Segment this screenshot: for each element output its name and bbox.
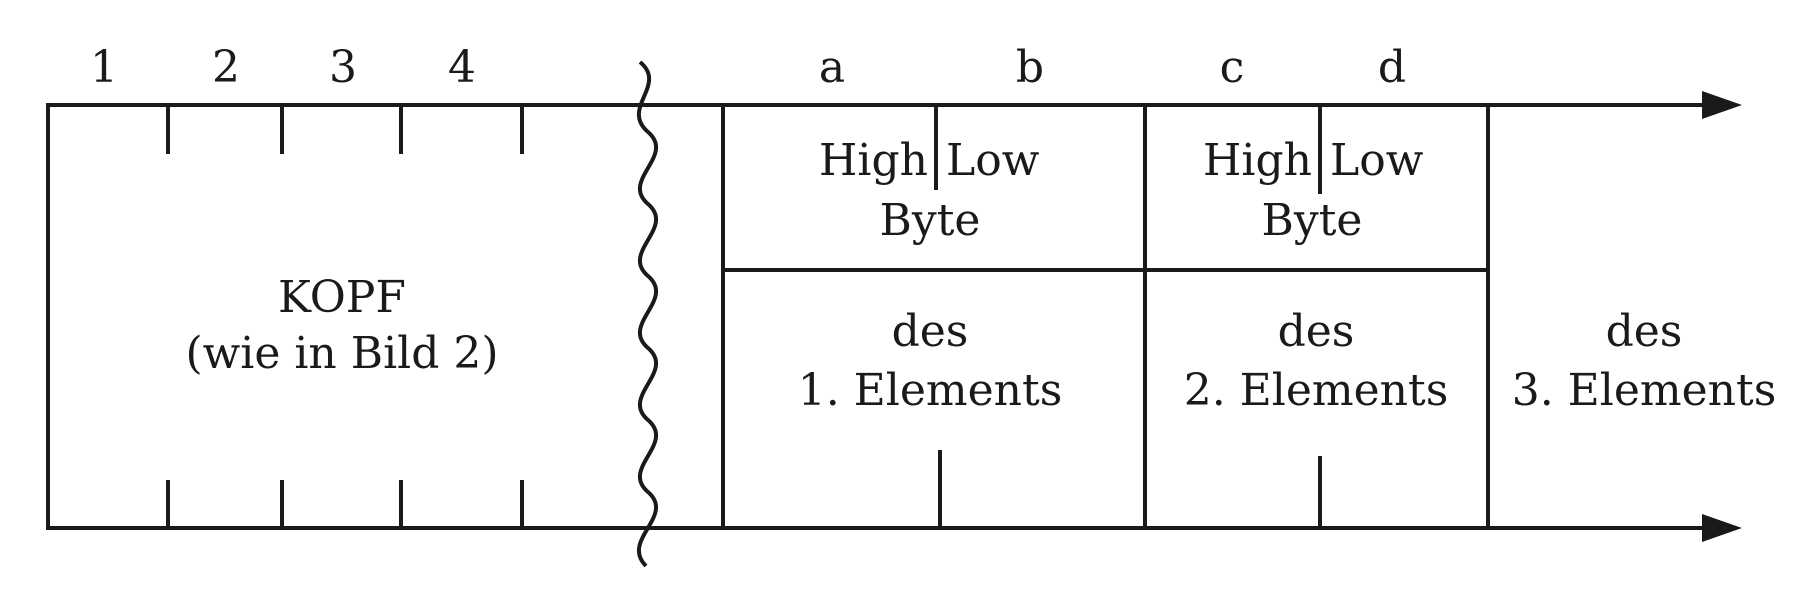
break-line [636,60,658,568]
element3-name-label: 3. Elements [1512,365,1777,416]
byte-index-1: 1 [90,42,118,93]
elements-block [650,91,1742,542]
byte-index-3: 3 [329,42,357,93]
byte-index-4: 4 [448,42,476,93]
element3-des-label: des [1606,306,1683,357]
element2-des-label: des [1278,306,1355,357]
element1-low-label: Low [946,135,1040,186]
element2-low-label: Low [1330,135,1424,186]
header-subtitle: (wie in Bild 2) [185,328,498,379]
byte-label-d: d [1378,42,1406,93]
element2-name-label: 2. Elements [1184,365,1449,416]
header-title: KOPF [278,272,406,323]
element1-des-label: des [892,306,969,357]
header-block [46,103,650,530]
element2-byte-label: Byte [1262,195,1363,246]
byte-label-c: c [1220,42,1245,93]
element2-high-label: High [1203,135,1312,186]
byte-label-b: b [1016,42,1044,93]
element1-byte-label: Byte [880,195,981,246]
byte-label-a: a [819,42,845,93]
element1-name-label: 1. Elements [798,365,1063,416]
element1-high-label: High [819,135,928,186]
byte-index-2: 2 [212,42,240,93]
